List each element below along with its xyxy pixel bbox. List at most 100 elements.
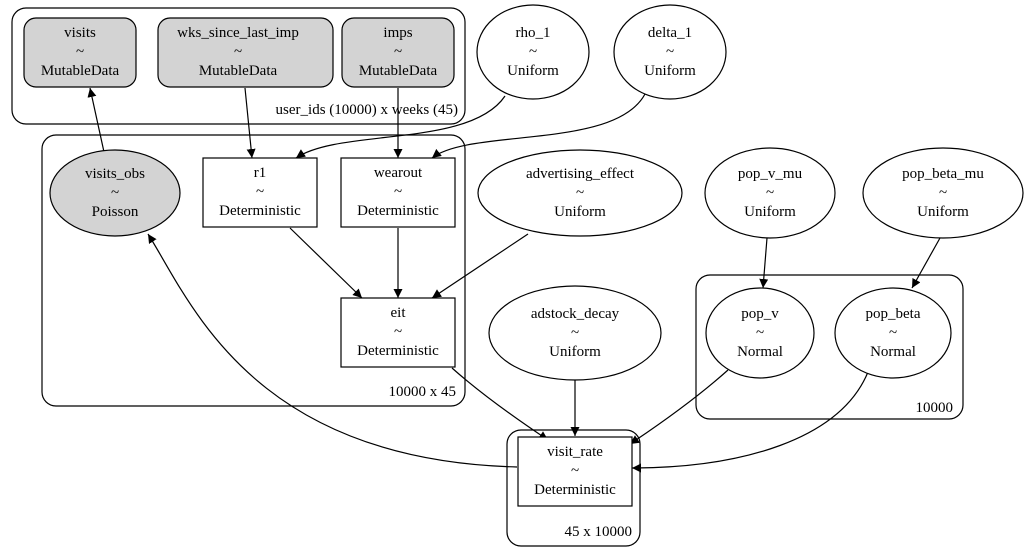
node-name: pop_v_mu	[738, 166, 803, 182]
edge-delta-wearout	[431, 93, 646, 159]
node-tilde: ~	[111, 185, 119, 201]
node-dist: Uniform	[917, 204, 969, 220]
edge-rho-r1	[295, 95, 506, 159]
node-imps-shape	[341, 17, 455, 88]
edge-eit-visitrate	[451, 367, 549, 441]
edge-visits_obs-visits	[87, 87, 105, 153]
node-pop_v_mu: pop_v_mu ~ Uniform	[704, 147, 836, 239]
edges	[87, 87, 941, 473]
node-rho_1-shape	[476, 4, 590, 100]
node-dist: Deterministic	[357, 203, 439, 219]
node-delta_1-shape	[613, 4, 727, 100]
node-pop_v_mu-shape	[704, 147, 836, 239]
edge-adeffect-eit	[431, 233, 529, 299]
edge-wks-r1	[244, 87, 256, 159]
node-tilde: ~	[234, 44, 242, 60]
node-dist: MutableData	[41, 63, 120, 79]
node-name: advertising_effect	[526, 166, 635, 182]
node-tilde: ~	[394, 184, 402, 200]
node-dist: Uniform	[507, 63, 559, 79]
edge-popvmu-popv	[759, 237, 769, 289]
node-name: adstock_decay	[531, 306, 620, 322]
edge-r1-eit	[289, 227, 363, 299]
node-tilde: ~	[889, 325, 897, 341]
node-pop_beta-shape	[834, 287, 952, 379]
node-dist: Deterministic	[219, 203, 301, 219]
node-name: wks_since_last_imp	[177, 25, 299, 41]
node-dist: Poisson	[92, 204, 139, 220]
node-tilde: ~	[939, 185, 947, 201]
plate-user-weeks: user_ids (10000) x weeks (45)	[11, 7, 466, 125]
node-eit: eit ~ Deterministic	[340, 297, 456, 368]
node-dist: Uniform	[744, 204, 796, 220]
node-eit-shape	[340, 297, 456, 368]
node-name: pop_beta	[866, 306, 921, 322]
node-visits-shape	[23, 17, 137, 88]
node-visits_obs: visits_obs ~ Poisson	[49, 149, 181, 237]
node-adstock_decay-shape	[488, 285, 662, 381]
node-delta_1: delta_1 ~ Uniform	[613, 4, 727, 100]
node-advertising_effect-shape	[477, 149, 683, 237]
node-name: pop_v	[741, 306, 779, 322]
node-name: imps	[383, 25, 412, 41]
node-pop_v-shape	[705, 287, 815, 379]
node-wks_since_last_imp-shape	[157, 17, 334, 88]
node-name: delta_1	[648, 25, 692, 41]
edge-popbetamu-popbeta	[911, 237, 941, 289]
edge-popbeta-visitrate	[631, 371, 869, 473]
node-dist: MutableData	[199, 63, 278, 79]
node-pop_v: pop_v ~ Normal	[705, 287, 815, 379]
node-advertising_effect: advertising_effect ~ Uniform	[477, 149, 683, 237]
node-tilde: ~	[394, 324, 402, 340]
node-tilde: ~	[576, 185, 584, 201]
plate-rate-label: 45 x 10000	[565, 524, 633, 540]
node-dist: Deterministic	[534, 482, 616, 498]
node-tilde: ~	[394, 44, 402, 60]
node-tilde: ~	[666, 44, 674, 60]
node-visit_rate-shape	[517, 436, 633, 507]
plate-inner: 10000 x 45	[41, 134, 466, 407]
node-pop_beta_mu: pop_beta_mu ~ Uniform	[862, 147, 1024, 239]
plate-user-weeks-label: user_ids (10000) x weeks (45)	[276, 102, 458, 118]
node-tilde: ~	[256, 184, 264, 200]
node-name: r1	[254, 165, 267, 181]
node-wearout: wearout ~ Deterministic	[340, 157, 456, 228]
node-name: wearout	[374, 165, 423, 181]
node-visits: visits ~ MutableData	[23, 17, 137, 88]
node-r1-shape	[202, 157, 318, 228]
node-wks_since_last_imp: wks_since_last_imp ~ MutableData	[157, 17, 334, 88]
node-imps: imps ~ MutableData	[341, 17, 455, 88]
node-name: visits_obs	[85, 166, 145, 182]
node-r1: r1 ~ Deterministic	[202, 157, 318, 228]
node-tilde: ~	[766, 185, 774, 201]
node-tilde: ~	[76, 44, 84, 60]
node-dist: Uniform	[554, 204, 606, 220]
node-tilde: ~	[571, 463, 579, 479]
plate-inner-label: 10000 x 45	[389, 384, 457, 400]
node-name: pop_beta_mu	[902, 166, 984, 182]
node-tilde: ~	[571, 325, 579, 341]
node-rho_1: rho_1 ~ Uniform	[476, 4, 590, 100]
node-tilde: ~	[756, 325, 764, 341]
edge-popv-visitrate	[629, 369, 729, 445]
node-dist: Normal	[737, 344, 783, 360]
plate-pop-label: 10000	[916, 400, 954, 416]
node-dist: Deterministic	[357, 343, 439, 359]
node-name: rho_1	[516, 25, 551, 41]
node-dist: MutableData	[359, 63, 438, 79]
node-name: visit_rate	[547, 444, 603, 460]
node-adstock_decay: adstock_decay ~ Uniform	[488, 285, 662, 381]
node-dist: Uniform	[549, 344, 601, 360]
node-dist: Uniform	[644, 63, 696, 79]
node-wearout-shape	[340, 157, 456, 228]
node-visits_obs-shape	[49, 149, 181, 237]
node-tilde: ~	[529, 44, 537, 60]
node-pop_beta: pop_beta ~ Normal	[834, 287, 952, 379]
node-name: visits	[64, 25, 96, 41]
node-visit_rate: visit_rate ~ Deterministic	[517, 436, 633, 507]
edge-visitrate-visitsobs	[147, 233, 518, 468]
node-pop_beta_mu-shape	[862, 147, 1024, 239]
node-name: eit	[391, 305, 407, 321]
node-dist: Normal	[870, 344, 916, 360]
